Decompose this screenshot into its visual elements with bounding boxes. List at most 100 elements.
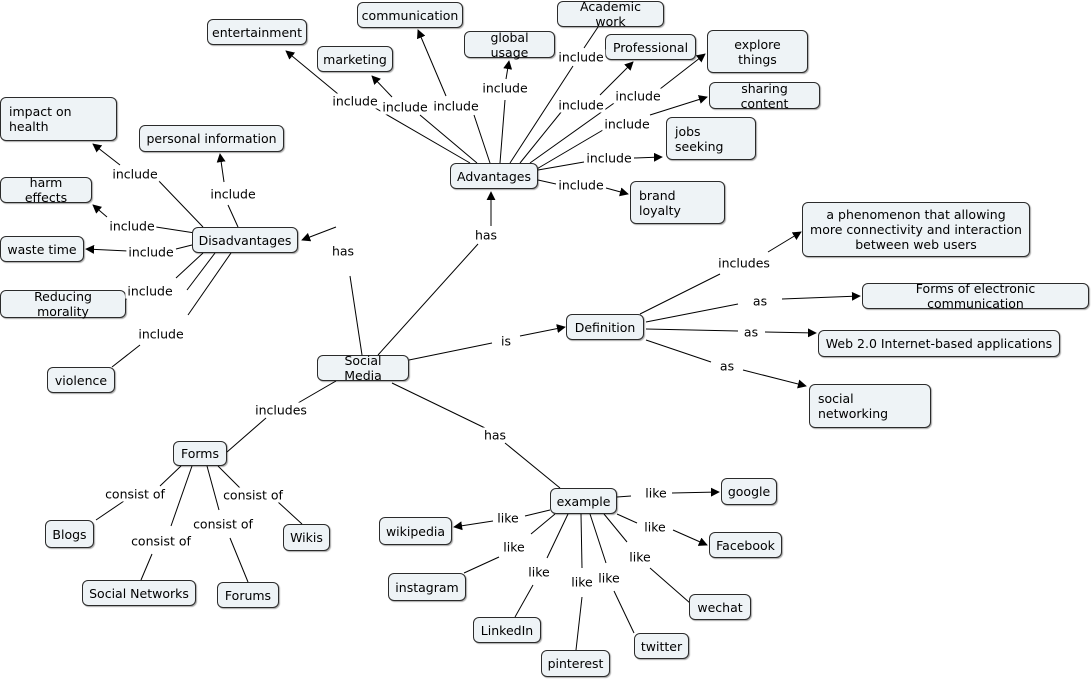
link-label-include: include: [107, 218, 157, 234]
concept-global-usage[interactable]: global usage: [464, 30, 555, 60]
connector-line: [639, 273, 721, 315]
arrow-line: [503, 60, 513, 80]
link-label-include: include: [556, 49, 606, 65]
connector-line: [170, 465, 193, 527]
concept-social-networking[interactable]: social networking: [809, 384, 931, 428]
concept-jobs-seeking[interactable]: jobs seeking: [666, 117, 756, 160]
link-label-is: is: [499, 333, 513, 349]
concept-brand-loyalty[interactable]: brand loyalty: [630, 181, 725, 224]
concept-definition[interactable]: Definition: [566, 314, 644, 340]
concept-forums[interactable]: Forums: [217, 582, 279, 608]
concept-instagram[interactable]: instagram: [388, 573, 466, 601]
arrow-line: [671, 487, 720, 497]
link-label-consist-of: consist of: [103, 486, 167, 502]
connector-line: [649, 567, 691, 604]
connector-line: [645, 303, 739, 323]
concept-communication[interactable]: communication: [357, 2, 463, 28]
connector-line: [111, 344, 141, 368]
connector-line: [140, 553, 153, 581]
connector-line: [227, 204, 239, 228]
connector-line: [473, 114, 491, 164]
link-label-consist-of: consist of: [191, 516, 255, 532]
concept-disadvantages[interactable]: Disadvantages: [192, 227, 298, 253]
connector-line: [391, 382, 486, 429]
concept-explore-things[interactable]: explore things: [707, 30, 808, 73]
connector-line: [206, 465, 220, 511]
connector-line: [463, 556, 500, 574]
arrow-line: [767, 231, 802, 253]
connector-line: [229, 537, 249, 583]
concept-facebook[interactable]: Facebook: [709, 532, 782, 558]
concept-advantages[interactable]: Advantages: [450, 163, 538, 189]
concept-social-networks[interactable]: Social Networks: [82, 580, 196, 606]
concept-marketing[interactable]: marketing: [317, 46, 393, 72]
concept-wikis[interactable]: Wikis: [283, 524, 330, 551]
connector-line: [524, 509, 551, 517]
arrow-line: [371, 75, 393, 98]
concept-personal-information[interactable]: personal information: [139, 125, 284, 152]
connector-line: [369, 104, 471, 164]
concept-waste-time[interactable]: waste time: [0, 236, 84, 262]
link-label-include: include: [136, 326, 186, 342]
link-label-consist-of: consist of: [129, 533, 193, 549]
concept-professional[interactable]: Professional: [605, 34, 696, 60]
connector-line: [514, 584, 534, 618]
concept-example[interactable]: example: [550, 488, 617, 514]
connector-line: [589, 513, 607, 564]
concept-social-media[interactable]: Social Media: [317, 353, 409, 383]
concept-entertainment[interactable]: entertainment: [207, 19, 307, 45]
link-label-like: like: [501, 539, 527, 555]
connector-line: [175, 244, 193, 250]
connector-line: [186, 252, 216, 291]
link-label-has: has: [329, 243, 357, 259]
arrow-line: [659, 53, 706, 90]
arrow-line: [599, 61, 634, 96]
link-label-include: include: [110, 166, 160, 182]
concept-linkedin[interactable]: LinkedIn: [473, 617, 541, 643]
connector-line: [159, 465, 182, 487]
link-label-like: like: [526, 564, 552, 580]
concept-electronic-communication[interactable]: Forms of electronic communication: [862, 281, 1089, 311]
arrow-line: [85, 244, 129, 254]
link-label-includes: includes: [253, 402, 309, 418]
concept-reducing-morality[interactable]: Reducing morality: [0, 289, 126, 319]
concept-twitter[interactable]: twitter: [634, 633, 689, 659]
connector-line: [603, 513, 628, 543]
link-label-as: as: [717, 358, 737, 374]
link-label-has: has: [481, 427, 509, 443]
concept-violence[interactable]: violence: [47, 367, 115, 393]
connector-line: [419, 114, 478, 164]
link-label-include: include: [556, 97, 606, 113]
concept-wikipedia[interactable]: wikipedia: [379, 517, 452, 545]
arrow-line: [301, 226, 337, 242]
concept-forms[interactable]: Forms: [173, 441, 227, 466]
connector-line: [546, 513, 569, 559]
link-label-as: as: [750, 293, 770, 309]
concept-academic-work[interactable]: Academic work: [557, 0, 664, 29]
link-label-as: as: [741, 324, 761, 340]
arrow-line: [764, 328, 817, 338]
link-label-include: include: [613, 88, 663, 104]
concept-wechat[interactable]: wechat: [689, 594, 751, 620]
link-label-like: like: [495, 510, 521, 526]
link-label-consist-of: consist of: [221, 487, 285, 503]
concept-phenomenon[interactable]: a phenomenon that allowing more connecti…: [802, 202, 1030, 257]
link-label-include: include: [602, 116, 652, 132]
concept-harm-effects[interactable]: harm effects: [0, 175, 92, 205]
connector-line: [155, 177, 204, 228]
link-label-include: include: [431, 98, 481, 114]
concept-blogs[interactable]: Blogs: [45, 520, 94, 548]
link-label-include: include: [556, 177, 606, 193]
concept-impact-on-health[interactable]: impact on health: [0, 97, 117, 141]
concept-web20[interactable]: Web 2.0 Internet-based applications: [818, 330, 1060, 357]
connector-line: [519, 110, 563, 164]
connector-line: [580, 513, 583, 569]
connector-line: [616, 495, 632, 498]
concept-sharing-content[interactable]: sharing content: [709, 81, 820, 111]
concept-pinterest[interactable]: pinterest: [541, 650, 610, 677]
link-label-includes: includes: [716, 255, 772, 271]
arrow-line: [216, 153, 226, 183]
concept-google[interactable]: google: [721, 478, 777, 505]
connector-line: [187, 252, 232, 316]
connector-line: [575, 596, 583, 651]
